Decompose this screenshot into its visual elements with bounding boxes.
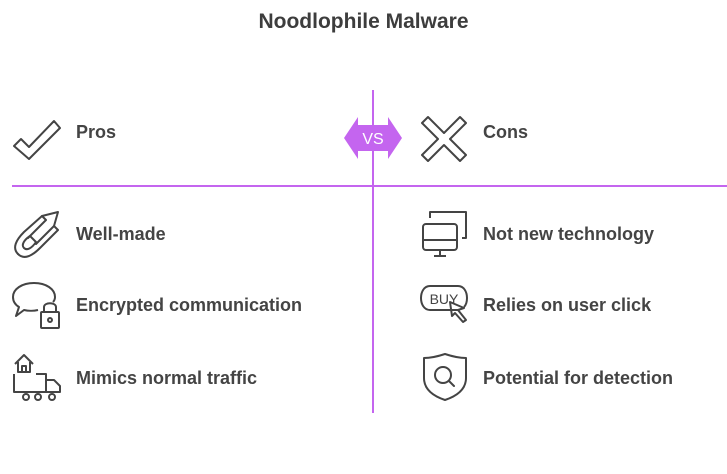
chat-lock-icon xyxy=(12,282,60,329)
pros-item-label: Mimics normal traffic xyxy=(76,368,258,388)
thread-cutter-icon xyxy=(14,211,59,258)
vertical-divider xyxy=(372,90,374,413)
horizontal-divider xyxy=(12,185,727,187)
pros-item-label: Encrypted communication xyxy=(76,295,303,315)
checkmark-icon xyxy=(13,120,61,160)
house-truck-icon xyxy=(13,354,61,401)
cons-item-label: Not new technology xyxy=(483,224,654,244)
cons-header: Cons xyxy=(483,122,528,142)
buy-click-icon: BUY xyxy=(420,285,468,323)
vs-label: VS xyxy=(362,131,383,148)
buy-icon-text: BUY xyxy=(430,291,459,307)
vs-badge: VS xyxy=(344,117,402,159)
shield-search-icon xyxy=(423,353,467,401)
pros-header: Pros xyxy=(76,122,117,142)
cross-icon xyxy=(421,116,467,162)
page-title: Noodlophile Malware xyxy=(258,10,469,33)
cons-item-label: Relies on user click xyxy=(483,295,652,315)
pros-item-label: Well-made xyxy=(76,224,166,244)
monitor-icon xyxy=(422,211,467,257)
cons-item-label: Potential for detection xyxy=(483,368,674,388)
